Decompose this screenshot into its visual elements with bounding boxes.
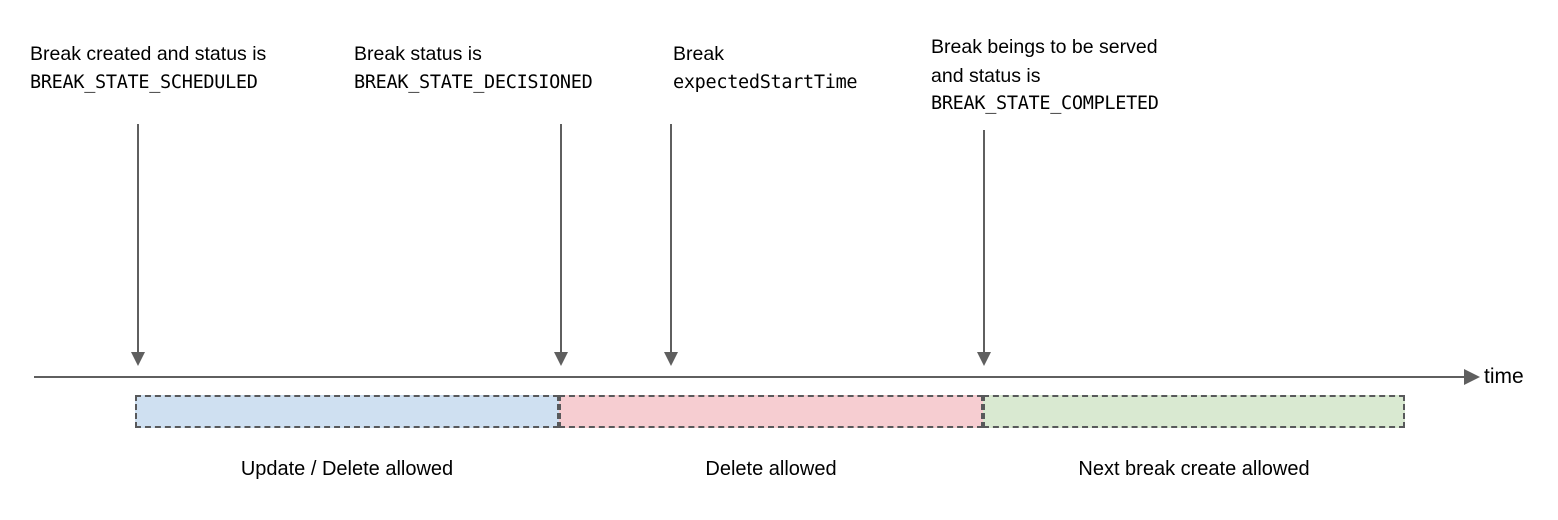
arrow-shaft — [137, 124, 139, 353]
timeline-arrow-right-icon — [1464, 369, 1480, 385]
event-label-line2: BREAK_STATE_SCHEDULED — [30, 71, 258, 93]
timeline-axis-label: time — [1484, 365, 1524, 388]
phase-bar-update-delete-allowed — [135, 395, 559, 428]
event-pointer-arrow-down-icon — [554, 124, 568, 366]
event-pointer-arrow-down-icon — [664, 124, 678, 366]
event-pointer-arrow-down-icon — [977, 130, 991, 366]
event-label-line1: Break beings to be served — [931, 36, 1158, 58]
phase-caption-next-break-create-allowed: Next break create allowed — [1078, 458, 1310, 480]
event-pointer-arrow-down-icon — [131, 124, 145, 366]
timeline-axis-line — [34, 376, 1471, 378]
event-label-line2: BREAK_STATE_DECISIONED — [354, 71, 593, 93]
event-label-line1: Break status is — [354, 43, 482, 65]
phase-caption-delete-allowed: Delete allowed — [705, 458, 837, 480]
phase-bar-next-break-create-allowed — [983, 395, 1405, 428]
arrow-head — [664, 352, 678, 366]
arrow-shaft — [560, 124, 562, 353]
event-label-line3: BREAK_STATE_COMPLETED — [931, 93, 1159, 114]
event-label-line2: expectedStartTime — [673, 71, 858, 93]
event-label-break-completed: Break beings to be served and status is … — [931, 33, 1159, 119]
event-label-line1: Break created and status is — [30, 43, 267, 65]
event-label-line1: Break — [673, 43, 724, 65]
arrow-head — [977, 352, 991, 366]
arrow-shaft — [983, 130, 985, 353]
event-label-line2: and status is — [931, 64, 1041, 87]
phase-bar-delete-allowed — [559, 395, 983, 428]
arrow-shaft — [670, 124, 672, 353]
event-label-break-decisioned: Break status is BREAK_STATE_DECISIONED — [354, 40, 593, 97]
arrow-head — [554, 352, 568, 366]
phase-caption-update-delete-allowed: Update / Delete allowed — [240, 458, 454, 480]
event-label-break-created: Break created and status is BREAK_STATE_… — [30, 40, 266, 97]
event-label-break-expected-start-time: Break expectedStartTime — [673, 40, 858, 97]
arrow-head — [131, 352, 145, 366]
